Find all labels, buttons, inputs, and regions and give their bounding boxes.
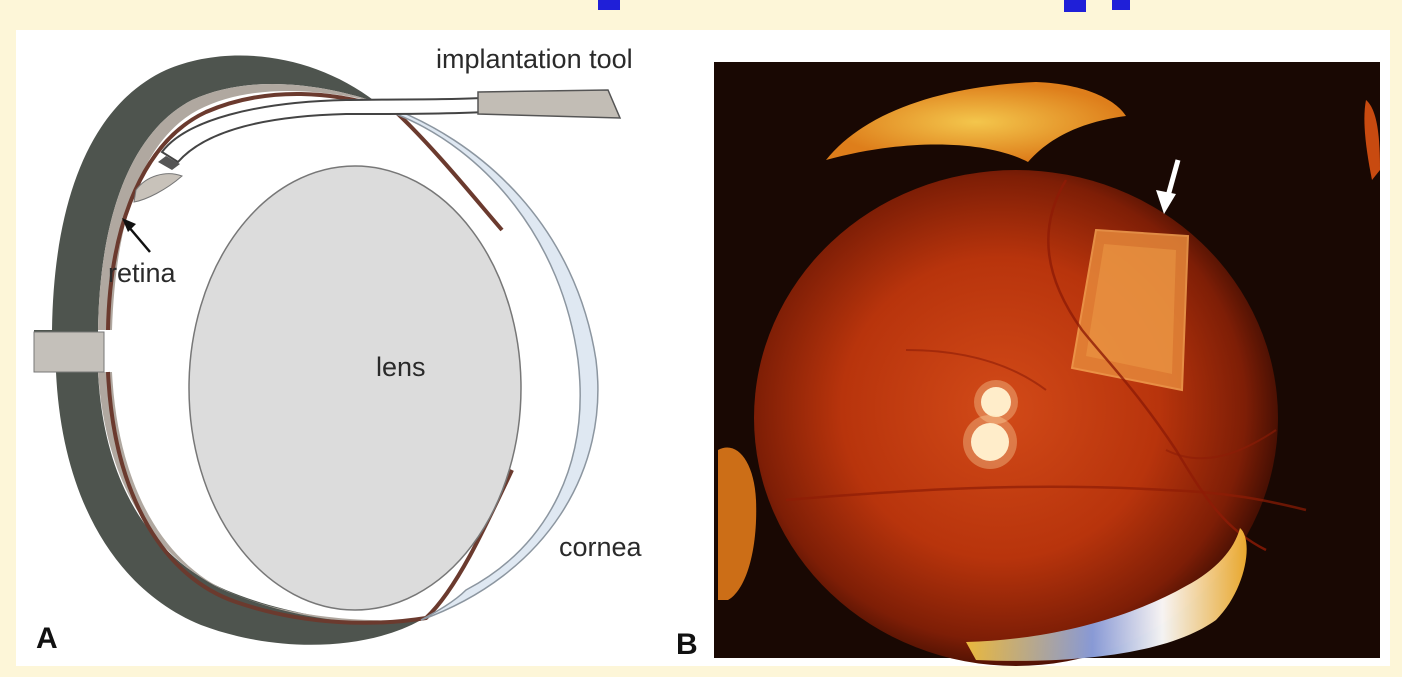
figure: implantation tool retina lens cornea A (16, 30, 1390, 666)
optic-nerve (34, 332, 104, 372)
lens-shape (189, 166, 521, 610)
panel-b-letter: B (676, 628, 698, 662)
eye-cross-section-drawing (16, 30, 706, 666)
eye-diagram-panel: implantation tool retina lens cornea A (16, 30, 706, 666)
panel-a-letter: A (36, 622, 58, 656)
fundus-photo-panel: B (706, 30, 1390, 666)
lens-label: lens (376, 352, 426, 383)
clipped-title-strip (0, 0, 1402, 14)
fundus-photograph (706, 30, 1390, 666)
retina-pointer-arrow (128, 226, 150, 252)
implantation-tool-label: implantation tool (436, 44, 633, 75)
retina-label: retina (108, 258, 176, 289)
implantation-tool-handle (478, 90, 620, 118)
cornea-label: cornea (559, 532, 642, 563)
